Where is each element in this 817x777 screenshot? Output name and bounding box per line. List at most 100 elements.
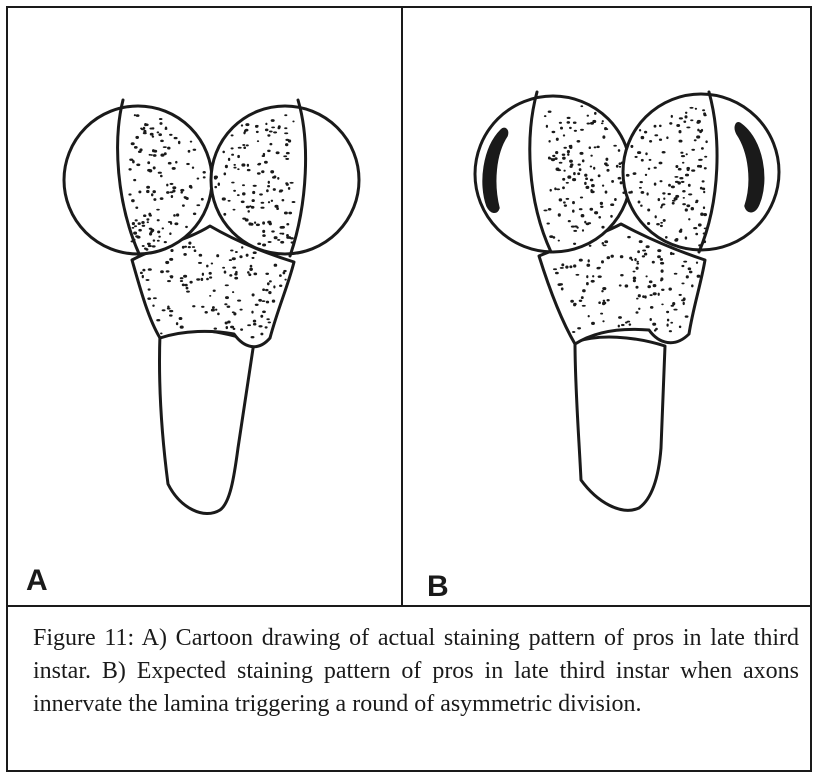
stipple-dot — [674, 176, 678, 178]
stipple-dot — [633, 172, 637, 175]
stipple-dot — [163, 146, 167, 148]
stipple-dot — [206, 278, 209, 281]
stipple-dot — [548, 208, 552, 211]
stipple-dot — [699, 165, 702, 168]
stipple-dot — [676, 124, 680, 127]
stipple-dot — [579, 168, 582, 171]
stipple-dot — [160, 332, 163, 334]
stipple-dot — [700, 213, 703, 216]
stipple-dot — [282, 199, 285, 201]
stipple-dot — [574, 130, 577, 132]
stipple-dot — [703, 206, 705, 209]
stipple-dot — [695, 233, 698, 236]
stipple-dot — [702, 188, 705, 191]
stipple-dot — [265, 123, 267, 126]
stipple-dot — [579, 300, 583, 302]
stipple-dot — [691, 149, 695, 151]
stipple-dot — [660, 222, 663, 224]
stipple-dot — [654, 182, 657, 185]
stipple-dot — [573, 264, 576, 267]
stipple-dot — [151, 229, 155, 232]
stipple-dot — [229, 274, 232, 277]
stipple-dot — [675, 165, 678, 168]
stipple-dot — [552, 155, 555, 157]
stipple-dot — [250, 265, 253, 268]
stipple-dot — [257, 172, 261, 174]
stipple-dot — [160, 270, 164, 273]
stipple-dot — [675, 181, 679, 183]
stipple-dot — [569, 165, 572, 168]
brain-lobe-left — [475, 96, 631, 252]
stipple-dot — [242, 217, 246, 219]
stipple-dot — [267, 282, 270, 285]
stipple-dot — [563, 134, 565, 136]
stipple-dot — [573, 122, 577, 124]
stipple-dot — [185, 226, 188, 228]
stipple-dot — [679, 294, 682, 296]
stipple-dot — [554, 187, 556, 190]
stipple-dot — [614, 198, 617, 201]
caption-divider — [6, 605, 812, 607]
stipple-dot — [682, 162, 684, 164]
stipple-dot — [702, 180, 705, 182]
stipple-dot — [659, 139, 662, 141]
stipple-dot — [602, 242, 604, 245]
stipple-dot — [133, 231, 137, 234]
stipple-dot — [265, 326, 268, 328]
stipple-dot — [665, 236, 668, 239]
stipple-dot — [605, 191, 608, 194]
stipple-dot — [581, 214, 585, 217]
stipple-dot — [183, 275, 187, 278]
stipple-dot — [260, 315, 263, 318]
stipple-dot — [647, 222, 650, 225]
stipple-dot — [186, 287, 189, 290]
stipple-dot — [598, 174, 601, 177]
stipple-dot — [619, 162, 622, 165]
stipple-dot — [273, 131, 277, 133]
stipple-dot — [268, 321, 271, 323]
stipple-dot — [142, 245, 145, 247]
stipple-dot — [573, 230, 577, 232]
stipple-dot — [269, 143, 272, 146]
stipple-dot — [267, 185, 270, 187]
stipple-dot — [167, 280, 171, 282]
stipple-dot — [620, 181, 623, 184]
stipple-dot — [639, 240, 643, 243]
stipple-dot — [691, 169, 695, 171]
stipple-dot — [640, 205, 643, 207]
stipple-dot — [245, 123, 249, 126]
stipple-dot — [691, 284, 694, 287]
stipple-dot — [591, 322, 595, 325]
stipple-dot — [572, 331, 575, 333]
stipple-dot — [176, 213, 179, 216]
stipple-dot — [685, 112, 687, 114]
stipple-dot — [573, 172, 576, 175]
stipple-dot — [697, 129, 699, 132]
stipple-dot — [170, 249, 173, 252]
stipple-dot — [152, 190, 156, 193]
stipple-dot — [650, 306, 654, 309]
stipple-dot — [265, 129, 269, 132]
stipple-dot — [166, 191, 169, 194]
stipple-dot — [286, 223, 289, 226]
stipple-dot — [555, 151, 558, 154]
stipple-dot — [682, 190, 685, 193]
stipple-dot — [627, 236, 631, 238]
stipple-dot — [147, 243, 151, 245]
stipple-dot — [577, 327, 581, 329]
stipple-dot — [642, 295, 645, 298]
stipple-dot — [243, 146, 246, 149]
stipple-dot — [183, 253, 187, 256]
stipple-dot — [696, 121, 700, 124]
stipple-dot — [581, 296, 584, 299]
stipple-dot — [214, 186, 217, 188]
stipple-dot — [212, 306, 215, 309]
stipple-dot — [569, 265, 572, 268]
stipple-dot — [203, 176, 206, 178]
stipple-dot — [272, 299, 275, 302]
stipple-dot — [591, 280, 595, 283]
stipple-dot — [260, 333, 263, 336]
stipple-dot — [201, 198, 204, 201]
stipple-dot — [598, 301, 601, 304]
stipple-dot — [660, 180, 663, 182]
